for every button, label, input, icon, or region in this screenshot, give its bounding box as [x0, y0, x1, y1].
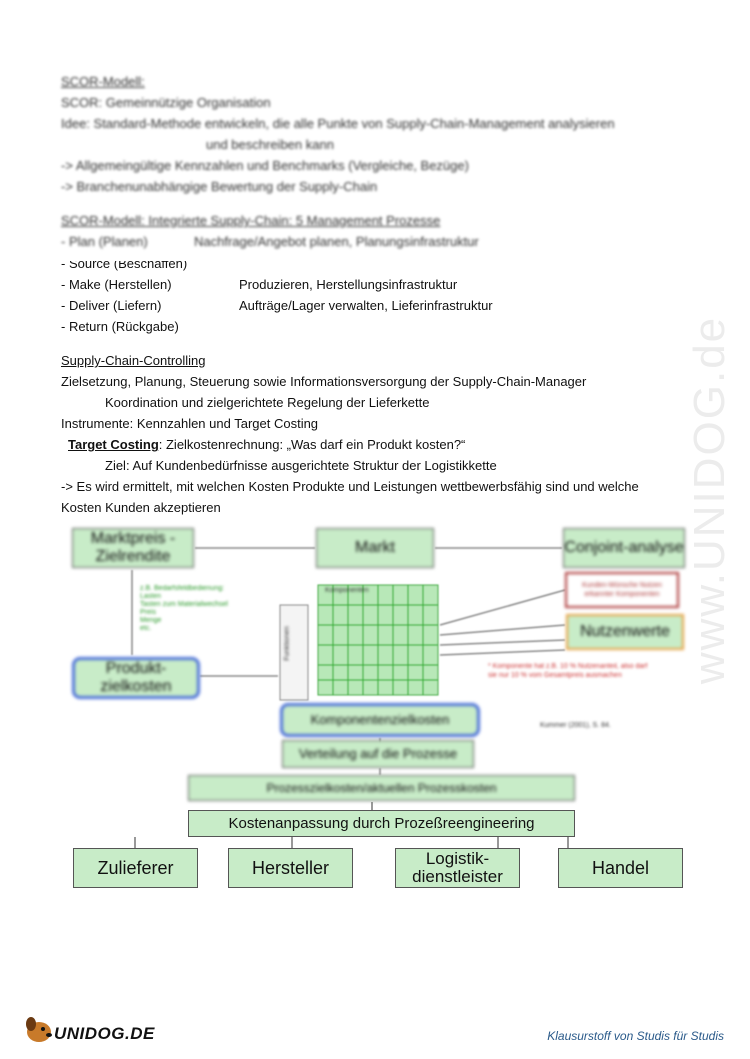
process-name: - Plan (Planen): [61, 234, 148, 249]
section3-title: Supply-Chain-Controlling: [61, 353, 206, 368]
target-handel: Handel: [558, 848, 683, 888]
bsp-item: Menge: [140, 617, 162, 624]
section1-line: Idee: Standard-Methode entwickeln, die a…: [61, 116, 615, 131]
dog-logo-icon: [26, 1017, 52, 1042]
markt-box: Markt: [316, 528, 434, 568]
section3-line: Koordination und zielgerichtete Regelung…: [105, 395, 430, 410]
conjoint-box: Conjoint-analyse: [563, 528, 685, 568]
section3-line: Zielsetzung, Planung, Steuerung sowie In…: [61, 374, 587, 389]
bsp-item: etc.: [140, 625, 152, 632]
verteilung-box: Verteilung auf die Prozesse: [282, 740, 474, 768]
process-row: - Deliver (Liefern) Aufträge/Lager verwa…: [61, 298, 493, 314]
process-name: - Return (Rückgabe): [61, 319, 179, 334]
process-name: - Make (Herstellen): [61, 277, 172, 292]
logo-text: UNIDOG.DE: [54, 1024, 155, 1043]
bsp-item: Preis: [140, 609, 156, 616]
process-row: - Return (Rückgabe): [61, 319, 179, 335]
bsp-title: z.B. Bedarfsfeldbedienung:: [140, 585, 225, 592]
section3-line: Instrumente: Kennzahlen und Target Costi…: [61, 416, 319, 431]
quelle-note: Kummer (2001), S. 84.: [540, 722, 611, 729]
target-costing-line: Target Costing: Zielkostenrechnung: „Was…: [68, 437, 465, 453]
bsp-list: z.B. Bedarfsfeldbedienung: Lasten Tasten…: [140, 585, 280, 633]
kostenanpassung-box: Kostenanpassung durch Prozeßreengineerin…: [188, 810, 575, 837]
kundenwunsch-box: Kunden-Wünsche Nutzen erkannter Komponen…: [565, 572, 679, 608]
process-row: - Plan (Planen) Nachfrage/Angebot planen…: [61, 234, 479, 250]
footer-tagline: Klausurstoff von Studis für Studis: [547, 1029, 724, 1043]
section1-line: SCOR: Gemeinnützige Organisation: [61, 95, 271, 110]
komponenten-label: Komponenten: [325, 587, 369, 594]
target-costing-label: Target Costing: [68, 437, 159, 452]
section3-line: Kosten Kunden akzeptieren: [61, 500, 221, 515]
produktzielkosten-box: Produkt-zielkosten: [72, 657, 200, 699]
section2-title: SCOR-Modell: Integrierte Supply-Chain: 5…: [61, 213, 441, 228]
bsp-item: Lasten: [140, 593, 162, 600]
target-hersteller: Hersteller: [228, 848, 353, 888]
section3-line: Ziel: Auf Kundenbedürfnisse ausgerichtet…: [105, 458, 497, 473]
prozess-box: Prozesszielkosten/aktuellen Prozesskoste…: [188, 775, 575, 801]
section1-line: -> Branchenunabhängige Bewertung der Sup…: [61, 179, 378, 194]
section1-line: -> Allgemeingültige Kennzahlen und Bench…: [61, 158, 469, 173]
process-desc: Nachfrage/Angebot planen, Planungsinfras…: [194, 234, 479, 249]
process-row: - Source (Beschaffen) Material einkaufen…: [61, 256, 188, 272]
process-row: - Make (Herstellen) Produzieren, Herstel…: [61, 277, 457, 293]
target-logistik: Logistik-dienstleister: [395, 848, 520, 888]
section3-line: -> Es wird ermittelt, mit welchen Kosten…: [61, 479, 639, 494]
marktpreis-box: Marktpreis - Zielrendite: [72, 528, 194, 568]
komponentenzielkosten-box: Komponentenzielkosten: [280, 703, 480, 737]
funktionen-label: Funktionen: [283, 626, 291, 661]
process-name: - Source (Beschaffen): [61, 256, 188, 271]
process-name: - Deliver (Liefern): [61, 298, 162, 313]
target-logistik-label: Logistik-dienstleister: [412, 849, 503, 886]
nutzenwerte-box: Nutzenwerte: [566, 614, 684, 650]
section1-line: und beschreiben kann: [206, 137, 334, 152]
bsp-item: Tasten zum Materialwechsel: [140, 601, 228, 608]
process-desc: Aufträge/Lager verwalten, Lieferinfrastr…: [239, 298, 493, 313]
hinweis-note: * Komponente hat z.B. 10 % Nutzenanteil,…: [488, 663, 648, 679]
process-desc: Produzieren, Herstellungsinfrastruktur: [239, 277, 458, 292]
target-zulieferer: Zulieferer: [73, 848, 198, 888]
target-costing-text: : Zielkostenrechnung: „Was darf ein Prod…: [158, 437, 466, 452]
section1-title: SCOR-Modell:: [61, 74, 145, 89]
